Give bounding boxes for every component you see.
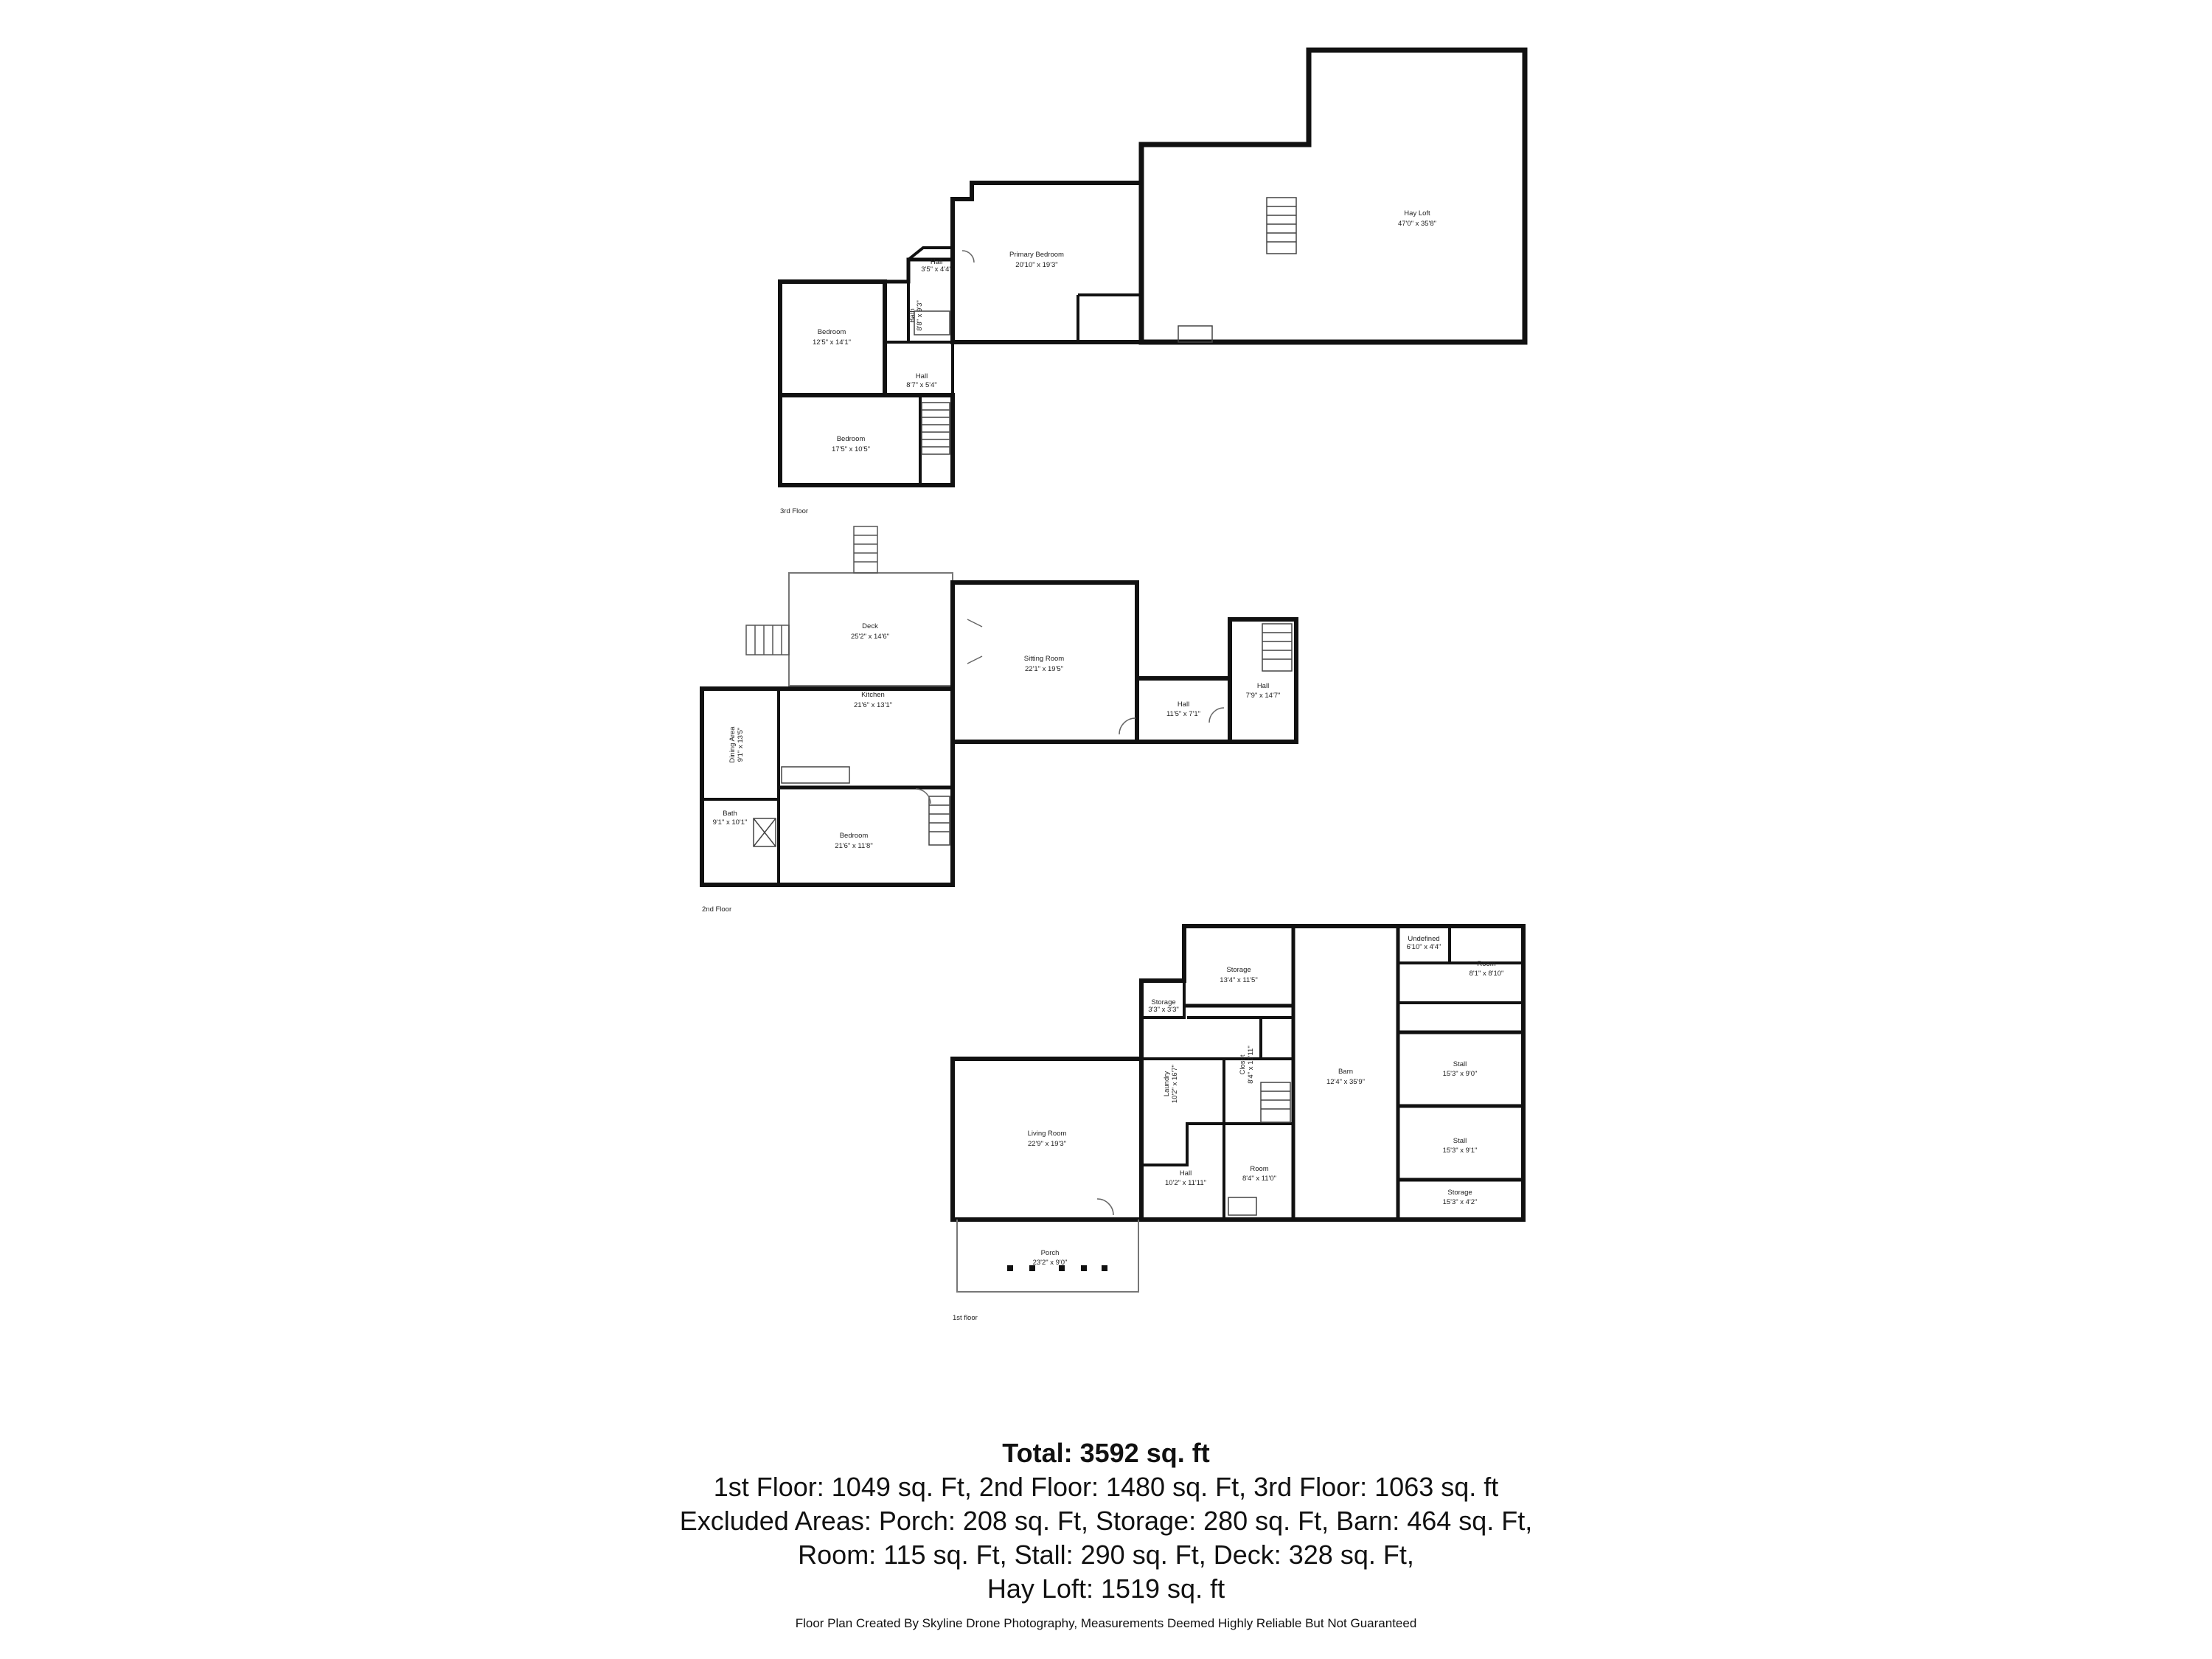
excluded-areas-3: Hay Loft: 1519 sq. ft	[987, 1573, 1225, 1604]
total-area: Total: 3592 sq. ft	[1002, 1438, 1210, 1468]
third-floor-plan	[778, 47, 1528, 487]
porch-outline	[956, 1220, 1139, 1293]
room-dims: 8'1" x 8'10"	[1470, 970, 1504, 978]
room-dims: 7'9" x 14'7"	[1246, 692, 1281, 700]
room-dims: 12'4" x 35'9"	[1326, 1078, 1365, 1086]
room-dims: 17'5" x 10'5"	[832, 445, 870, 453]
hall-right-walls	[1228, 617, 1298, 744]
room-name: Storage	[1447, 1189, 1472, 1197]
room-name: Barn	[1338, 1068, 1353, 1076]
room-dims: 8'8" x 9'3"	[916, 300, 924, 331]
room-dims: 6'10" x 4'4"	[1407, 943, 1441, 951]
area-summary: Total: 3592 sq. ft 1st Floor: 1049 sq. F…	[0, 1436, 2212, 1606]
room-name: Primary Bedroom	[1009, 251, 1064, 259]
room-dims: 8'4" x 12'11"	[1247, 1046, 1255, 1083]
room-name: Hall	[1257, 682, 1269, 690]
room-name: Deck	[862, 622, 878, 630]
room-name: Hall	[1180, 1169, 1192, 1178]
room-dims: 9'1" x 13'5"	[737, 728, 745, 762]
kitchen-block-walls	[700, 686, 955, 887]
room-name: Hall	[916, 372, 928, 380]
room-name: Stall	[1453, 1137, 1467, 1145]
room-name: Living Room	[1028, 1130, 1067, 1138]
room-dims: 22'9" x 19'3"	[1028, 1140, 1066, 1148]
room-name: Bedroom	[818, 328, 846, 336]
room-name: Room	[1477, 960, 1495, 968]
room-dims: 12'5" x 14'1"	[813, 338, 851, 347]
room-name: Bath	[723, 810, 737, 818]
room-name: Dining Area	[728, 726, 737, 763]
room-dims: 21'6" x 11'8"	[835, 842, 872, 850]
room-name: Storage	[1226, 966, 1251, 974]
room-name: Room	[1250, 1165, 1268, 1173]
room-name: Undefined	[1408, 935, 1439, 943]
room-name: Bedroom	[837, 435, 866, 443]
room-dims: 3'3" x 3'3"	[1148, 1006, 1179, 1014]
excluded-areas-2: Room: 115 sq. Ft, Stall: 290 sq. Ft, Dec…	[798, 1540, 1414, 1570]
room-dims: 15'3" x 9'0"	[1443, 1070, 1478, 1078]
room-dims: 15'3" x 9'1"	[1443, 1147, 1478, 1155]
excluded-areas-1: Excluded Areas: Porch: 208 sq. Ft, Stora…	[679, 1506, 1533, 1536]
hay-loft-walls	[1138, 47, 1528, 345]
bedroom-lower-walls	[778, 393, 955, 487]
room-dims: 10'2" x 16'7"	[1171, 1065, 1179, 1103]
room-name: Storage	[1151, 998, 1175, 1006]
room-name: Porch	[1041, 1249, 1060, 1257]
room-dims: 10'2" x 11'11"	[1165, 1179, 1206, 1187]
barn-block-walls	[1139, 924, 1526, 1222]
floor-areas: 1st Floor: 1049 sq. Ft, 2nd Floor: 1480 …	[713, 1472, 1499, 1502]
room-dims: 15'3" x 4'2"	[1443, 1198, 1478, 1206]
room-dims: 23'2" x 9'0"	[1033, 1259, 1068, 1267]
third-floor-labels: Hay Loft 47'0" x 35'8" Primary Bedroom 2…	[780, 209, 1436, 515]
room-dims: 8'7" x 5'4"	[906, 381, 937, 389]
credit-line: Floor Plan Created By Skyline Drone Phot…	[795, 1616, 1417, 1630]
room-name: Bedroom	[840, 832, 869, 840]
room-dims: 3'5" x 4'4"	[921, 265, 952, 274]
floor-label: 2nd Floor	[702, 905, 731, 914]
second-floor-plan	[700, 526, 1298, 887]
room-dims: 11'5" x 7'1"	[1166, 710, 1200, 718]
room-dims: 20'10" x 19'3"	[1015, 261, 1057, 269]
room-name: Sitting Room	[1024, 655, 1064, 663]
room-dims: 21'6" x 13'1"	[854, 701, 892, 709]
room-name: Laundry	[1163, 1071, 1171, 1097]
floor-label: 3rd Floor	[780, 507, 808, 515]
room-dims: 13'4" x 11'5"	[1220, 976, 1257, 984]
first-floor-plan	[950, 924, 1526, 1293]
room-name: Hall	[931, 258, 942, 266]
room-name: Kitchen	[861, 691, 885, 699]
room-dims: 9'1" x 10'1"	[713, 818, 748, 827]
door-swings	[915, 250, 1225, 1216]
room-name: Bath	[908, 308, 917, 323]
room-dims: 47'0" x 35'8"	[1398, 220, 1436, 228]
room-dims: 8'4" x 11'0"	[1242, 1175, 1276, 1183]
room-name: Hall	[1178, 700, 1189, 709]
floor-label: 1st floor	[953, 1314, 978, 1322]
room-name: Stall	[1453, 1060, 1467, 1068]
room-name: Hay Loft	[1404, 209, 1430, 218]
first-floor-labels: Storage 13'4" x 11'5" Undefined 6'10" x …	[953, 935, 1503, 1322]
second-floor-labels: Deck 25'2" x 14'6" Sitting Room 22'1" x …	[702, 622, 1280, 914]
room-dims: 22'1" x 19'5"	[1025, 665, 1063, 673]
living-room-walls	[950, 1057, 1144, 1222]
room-dims: 25'2" x 14'6"	[851, 633, 889, 641]
room-name: Closet	[1239, 1054, 1247, 1074]
